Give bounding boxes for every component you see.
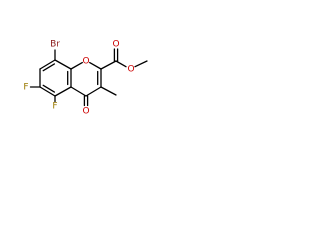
bond-o1-c2 — [89, 61, 102, 70]
ester-oxygen-label: O — [127, 65, 134, 75]
atom-labels: Br F F O O O O — [23, 40, 134, 117]
bond-c4-c4a — [70, 86, 87, 97]
fluorine-atom-label-top: F — [23, 83, 28, 93]
bond-c8a-o1 — [70, 61, 83, 70]
bond-c3-c4 — [85, 86, 102, 97]
bond-c3-methyl — [100, 86, 117, 96]
chemical-structure: Br F F O O O O — [23, 40, 148, 117]
bond-c2-ester-carbon — [100, 60, 117, 70]
bromine-atom-label: Br — [50, 40, 60, 50]
bond-ester-c-o — [115, 60, 127, 68]
bond-c4a-c5 — [54, 86, 72, 97]
ester-carbonyl-oxygen-label: O — [112, 40, 119, 50]
ring-oxygen-label: O — [82, 57, 89, 67]
fluorine-atom-label-bottom: F — [52, 102, 57, 112]
bond-c5-c6 — [39, 86, 56, 97]
carbonyl-oxygen-label: O — [82, 107, 89, 117]
bond-c8-c8a — [54, 59, 72, 70]
bond-c5-c6-inner — [42, 84, 56, 93]
bond-ester-o-methyl — [134, 60, 148, 68]
bond-c7-c8 — [39, 59, 56, 70]
bonds — [29, 48, 148, 107]
bond-c7-c8-inner — [42, 63, 56, 72]
